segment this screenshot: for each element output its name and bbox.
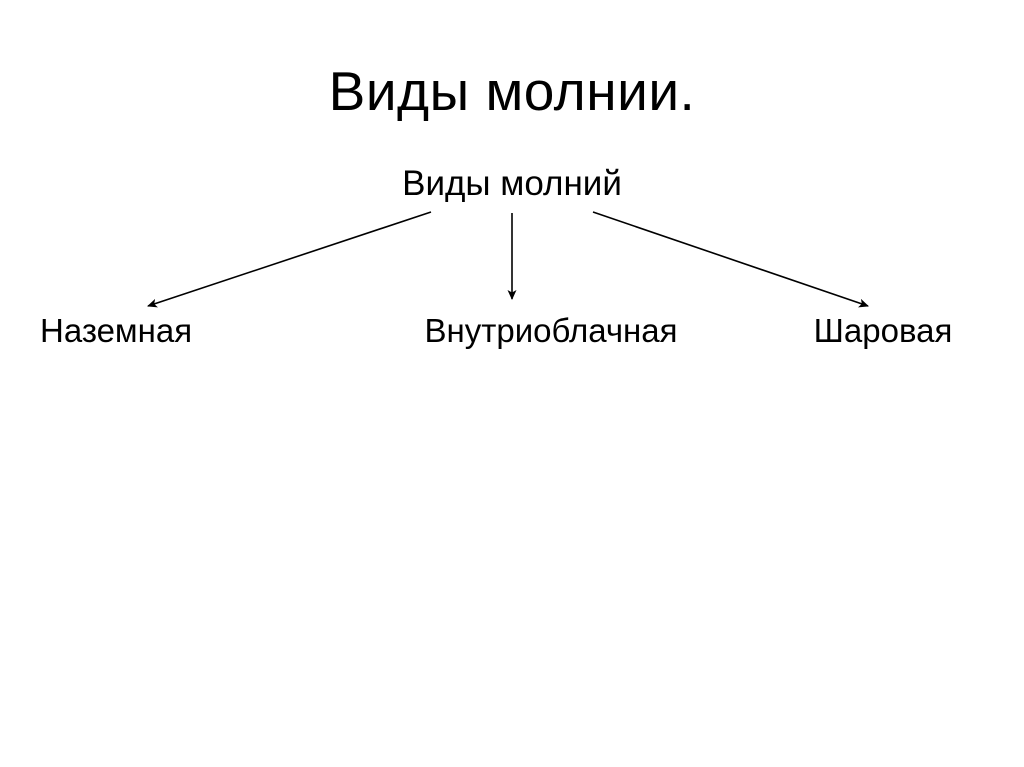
- diagram-root-node: Виды молний: [402, 164, 622, 203]
- diagram-leaf-ground-lightning: Наземная: [40, 312, 193, 349]
- diagram-leaf-ball-lightning: Шаровая: [813, 312, 953, 349]
- page-title: Виды молнии.: [328, 60, 696, 122]
- arrow-to-ground-lightning: [147, 211, 432, 308]
- diagram-leaf-intracloud-lightning: Внутриоблачная: [424, 312, 678, 349]
- arrow-to-ball-lightning: [592, 211, 869, 308]
